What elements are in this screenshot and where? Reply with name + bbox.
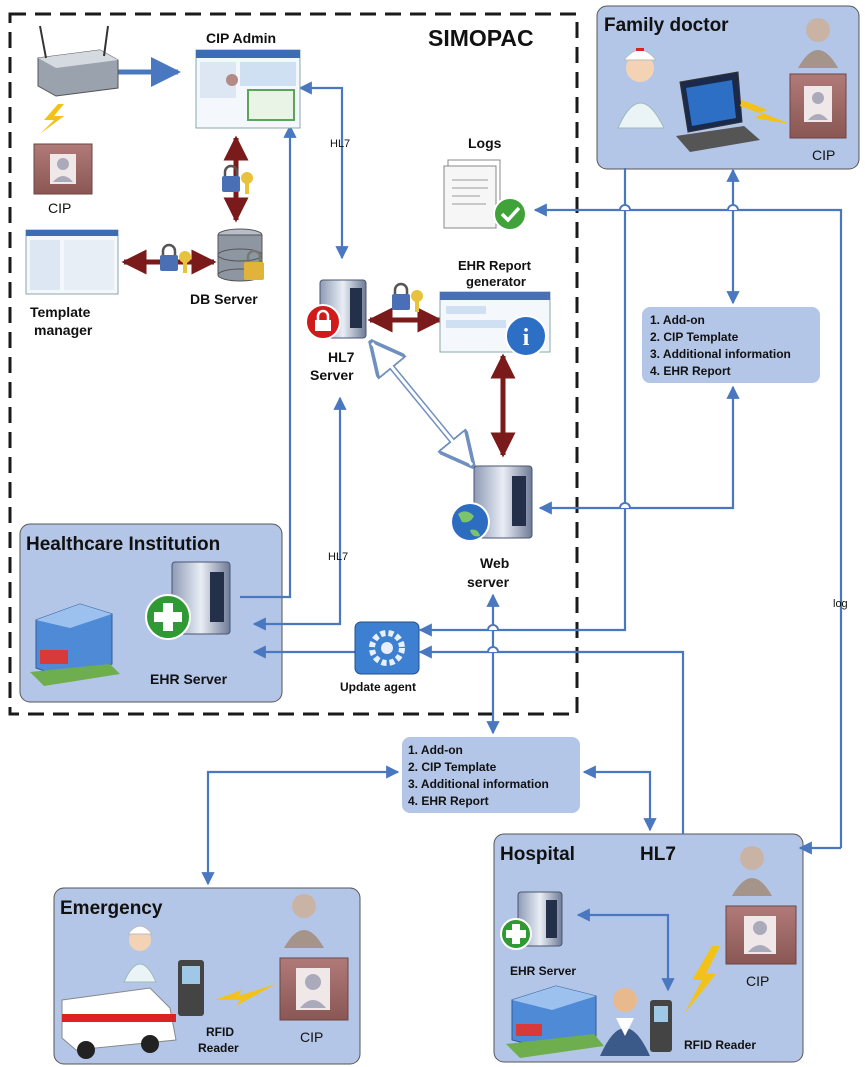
ehr-server-hospital-label: EHR Server — [510, 964, 576, 978]
database-icon — [217, 228, 264, 282]
hospital-hl7-label: HL7 — [640, 844, 676, 865]
db-server-label: DB Server — [190, 291, 258, 307]
lightning-icon — [684, 946, 720, 1014]
info-right-line-1: 1. Add-on — [650, 313, 705, 327]
ehr-server-hospital-icon — [500, 891, 563, 950]
hl7-edge-label-top: HL7 — [330, 138, 350, 150]
svg-text:i: i — [523, 325, 530, 351]
ehr-report-generator-label-2: generator — [466, 274, 526, 289]
info-center-line-4: 4. EHR Report — [408, 794, 489, 808]
cip-card-icon — [725, 905, 797, 965]
update-agent-label: Update agent — [340, 680, 416, 694]
rfid-reader-icon — [650, 1000, 672, 1052]
template-manager-label-2: manager — [34, 322, 93, 338]
edge-web-info — [538, 385, 740, 515]
lock-key-icon — [392, 282, 423, 312]
info-right-line-3: 3. Additional information — [650, 347, 791, 361]
cip-label: CIP — [48, 200, 71, 216]
logs-document-icon — [443, 159, 527, 231]
edge-center-hospital — [582, 765, 657, 832]
hospital-title: Hospital — [500, 844, 575, 865]
nurse-icon — [123, 925, 157, 983]
laptop-icon — [676, 71, 760, 152]
rfid-reader-emergency-label-1: RFID — [206, 1025, 234, 1039]
family-cip-label: CIP — [812, 147, 835, 163]
edge-center-emergency — [201, 765, 400, 886]
healthcare-institution-title: Healthcare Institution — [26, 534, 220, 555]
web-server-label-1: Web — [480, 555, 509, 571]
user-avatar-icon — [732, 846, 772, 896]
web-server-icon — [450, 465, 533, 542]
info-right-line-2: 2. CIP Template — [650, 330, 739, 344]
hospital-building-icon — [506, 985, 604, 1058]
user-avatar-icon — [798, 18, 838, 68]
doctor-icon — [600, 988, 650, 1056]
update-agent-gear-icon — [354, 621, 420, 675]
web-server-label-2: server — [467, 574, 510, 590]
hospital-cip-label: CIP — [746, 973, 769, 989]
cip-card-icon — [279, 957, 349, 1021]
emergency-cip-label: CIP — [300, 1029, 323, 1045]
info-center-line-1: 1. Add-on — [408, 743, 463, 757]
edge-family-update — [418, 168, 627, 637]
cip-card-icon — [33, 143, 93, 195]
rfid-reader-emergency-label-2: Reader — [198, 1041, 239, 1055]
cip-admin-label: CIP Admin — [206, 30, 276, 46]
nurse-icon — [617, 48, 665, 129]
ehr-server-institution-icon — [145, 561, 231, 640]
template-manager-screen-icon — [25, 229, 119, 295]
ehr-report-generator-icon: i — [439, 291, 551, 357]
log-edge-label: log — [833, 598, 848, 610]
info-box-right — [642, 307, 820, 383]
info-right-line-4: 4. EHR Report — [650, 364, 731, 378]
ehr-report-generator-label-1: EHR Report — [458, 258, 532, 273]
emergency-title: Emergency — [60, 898, 163, 919]
simopac-boundary — [8, 12, 579, 716]
hl7-server-icon — [305, 279, 367, 340]
template-manager-label-1: Template — [30, 304, 91, 320]
edge-cipadmin-hl7 — [298, 81, 349, 260]
lock-key-icon — [160, 243, 191, 273]
lightning-icon — [214, 984, 276, 1006]
simopac-title: SIMOPAC — [428, 25, 534, 51]
lightning-icon — [40, 104, 64, 134]
hl7-edge-label-bottom: HL7 — [328, 551, 348, 563]
logs-label: Logs — [468, 135, 502, 151]
info-box-center — [402, 737, 580, 813]
info-center-line-2: 2. CIP Template — [408, 760, 497, 774]
hospital-building-icon — [30, 603, 120, 686]
router-icon — [37, 25, 119, 97]
hl7-server-label-2: Server — [310, 367, 354, 383]
edge-hospital-internal — [576, 908, 675, 992]
ambulance-icon — [61, 987, 177, 1059]
edge-web-logs — [533, 203, 843, 848]
family-doctor-title: Family doctor — [604, 15, 729, 36]
edge-ehr-hl7 — [252, 396, 347, 631]
cip-card-icon — [789, 73, 847, 139]
user-avatar-icon — [284, 894, 324, 948]
rfid-reader-icon — [178, 960, 204, 1016]
ehr-server-institution-label: EHR Server — [150, 671, 228, 687]
lightning-icon — [740, 100, 790, 124]
rfid-reader-hospital-label: RFID Reader — [684, 1038, 756, 1052]
edge-hospital-update — [418, 645, 685, 834]
info-center-line-3: 3. Additional information — [408, 777, 549, 791]
lock-key-icon — [222, 164, 253, 194]
hl7-server-label-1: HL7 — [328, 349, 355, 365]
cip-admin-screen-icon — [195, 49, 301, 129]
